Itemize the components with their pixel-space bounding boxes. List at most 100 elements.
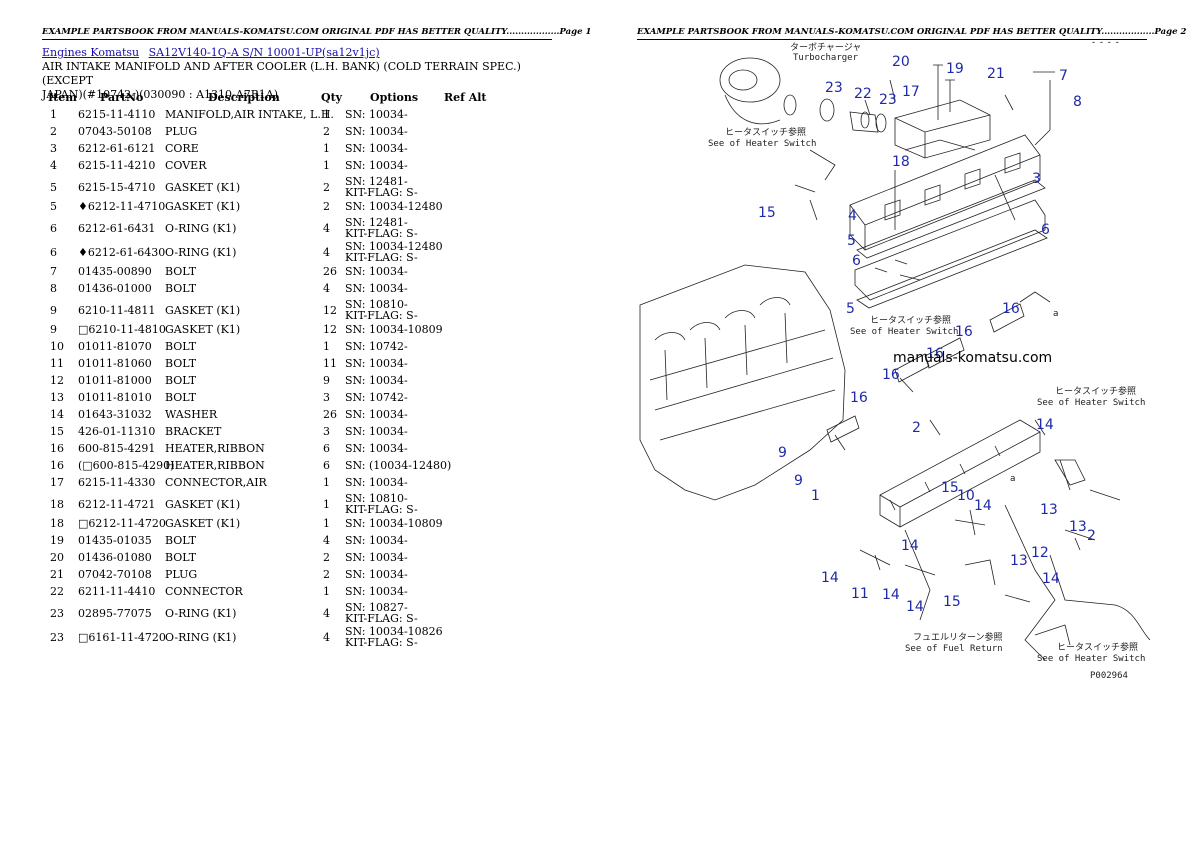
callout[interactable]: 14 — [1036, 417, 1054, 433]
callout[interactable]: 6 — [852, 253, 861, 269]
title-line: JAPAN)(#10742-)(030090 : A1310-A7B1A) — [42, 88, 279, 101]
row-partno: 01436-01080 — [78, 551, 152, 564]
callout[interactable]: 14 — [974, 498, 992, 514]
callout[interactable]: 14 — [901, 538, 919, 554]
callout[interactable]: 2 — [912, 420, 921, 436]
row-item: 16 — [50, 442, 64, 455]
row-qty: 4 — [323, 607, 330, 620]
row-option: SN: 10034- — [345, 442, 408, 455]
row-description: GASKET (K1) — [165, 517, 241, 530]
callout[interactable]: 10 — [957, 488, 975, 504]
row-qty: 26 — [323, 408, 337, 421]
col-qty: Qty — [321, 91, 343, 104]
callout[interactable]: 9 — [794, 473, 803, 489]
air-connector — [894, 99, 991, 159]
row-option: SN: 10034- — [345, 108, 408, 121]
row-item: 6 — [50, 246, 57, 259]
callout[interactable]: 16 — [955, 324, 973, 340]
row-item: 15 — [50, 425, 64, 438]
row-option: SN: 10034- — [345, 159, 408, 172]
callout[interactable]: 16 — [1002, 301, 1020, 317]
row-partno: 6215-11-4330 — [78, 476, 156, 489]
row-description: PLUG — [165, 125, 198, 138]
callout[interactable]: 13 — [1069, 519, 1087, 535]
callout[interactable]: 14 — [821, 570, 839, 586]
row-item: 11 — [50, 357, 64, 370]
callout[interactable]: 2 — [1087, 528, 1096, 544]
callout[interactable]: 9 — [778, 445, 787, 461]
row-description: BOLT — [165, 265, 197, 278]
row-description: HEATER,RIBBON — [165, 442, 265, 455]
row-qty: 4 — [323, 246, 330, 259]
page-header: EXAMPLE PARTSBOOK FROM MANUALS-KOMATSU.C… — [637, 27, 1186, 40]
row-item: 14 — [50, 408, 64, 421]
row-description: MANIFOLD,AIR INTAKE, L.H. — [165, 108, 334, 121]
callout[interactable]: 17 — [902, 84, 920, 100]
callout[interactable]: 15 — [758, 205, 776, 221]
callout[interactable]: 1 — [811, 488, 820, 504]
row-partno: 07042-70108 — [78, 568, 152, 581]
callout[interactable]: 16 — [850, 390, 868, 406]
leader-lines — [864, 79, 1071, 491]
breadcrumb-link-model[interactable]: SA12V140-1Q-A S/N 10001-UP(sa12v1jc) — [148, 46, 380, 59]
callout[interactable]: 5 — [846, 301, 855, 317]
callout[interactable]: 14 — [906, 599, 924, 615]
callout[interactable]: 16 — [882, 367, 900, 383]
callout[interactable]: 6 — [1041, 222, 1050, 238]
callout[interactable]: 23 — [825, 80, 843, 96]
callout[interactable]: 16 — [926, 346, 944, 362]
row-qty: 1 — [323, 159, 330, 172]
row-item: 23 — [50, 631, 64, 644]
row-partno: 6212-11-4721 — [78, 498, 156, 511]
callout[interactable]: 5 — [847, 233, 856, 249]
row-item: 18 — [50, 517, 64, 530]
callout[interactable]: 19 — [946, 61, 964, 77]
callout[interactable]: 20 — [892, 54, 910, 70]
mark-a: a — [1053, 309, 1058, 319]
callout[interactable]: 4 — [848, 208, 857, 224]
breadcrumb: Engines Komatsu SA12V140-1Q-A S/N 10001-… — [42, 46, 386, 59]
callout[interactable]: 3 — [1032, 171, 1041, 187]
row-option: SN: 10034- — [345, 408, 408, 421]
row-item: 23 — [50, 607, 64, 620]
row-qty: 2 — [323, 181, 330, 194]
callout[interactable]: 12 — [1031, 545, 1049, 561]
row-item: 5 — [50, 200, 57, 213]
callout[interactable]: 7 — [1059, 68, 1068, 84]
callout[interactable]: 13 — [1040, 502, 1058, 518]
row-option: SN: 10034-10826 — [345, 625, 443, 638]
row-option: SN: (10034-12480) — [345, 459, 452, 472]
row-qty: 4 — [323, 222, 330, 235]
callout[interactable]: 14 — [882, 587, 900, 603]
row-description: HEATER,RIBBON — [165, 459, 265, 472]
heater-note-jp: ヒータスイッチ参照 — [725, 126, 806, 138]
callout[interactable]: 21 — [987, 66, 1005, 82]
row-description: GASKET (K1) — [165, 200, 241, 213]
callout[interactable]: 14 — [1042, 571, 1060, 587]
intake-manifold — [879, 419, 1041, 528]
row-description: BOLT — [165, 282, 197, 295]
callout-numbers: 20 19 21 7 8 23 22 23 17 18 3 4 6 5 6 5 … — [758, 54, 1096, 615]
callout[interactable]: 13 — [1010, 553, 1028, 569]
callout[interactable]: 22 — [854, 86, 872, 102]
row-option: SN: 10034- — [345, 265, 408, 278]
callout[interactable]: 8 — [1073, 94, 1082, 110]
callout[interactable]: 23 — [879, 92, 897, 108]
callout[interactable]: 15 — [943, 594, 961, 610]
callout[interactable]: 11 — [851, 586, 869, 602]
row-option: SN: 10034- — [345, 534, 408, 547]
callout[interactable]: 18 — [892, 154, 910, 170]
callout[interactable]: 15 — [941, 480, 959, 496]
row-qty: 6 — [323, 459, 330, 472]
row-item: 19 — [50, 534, 64, 547]
breadcrumb-link-engines[interactable]: Engines Komatsu — [42, 46, 140, 59]
